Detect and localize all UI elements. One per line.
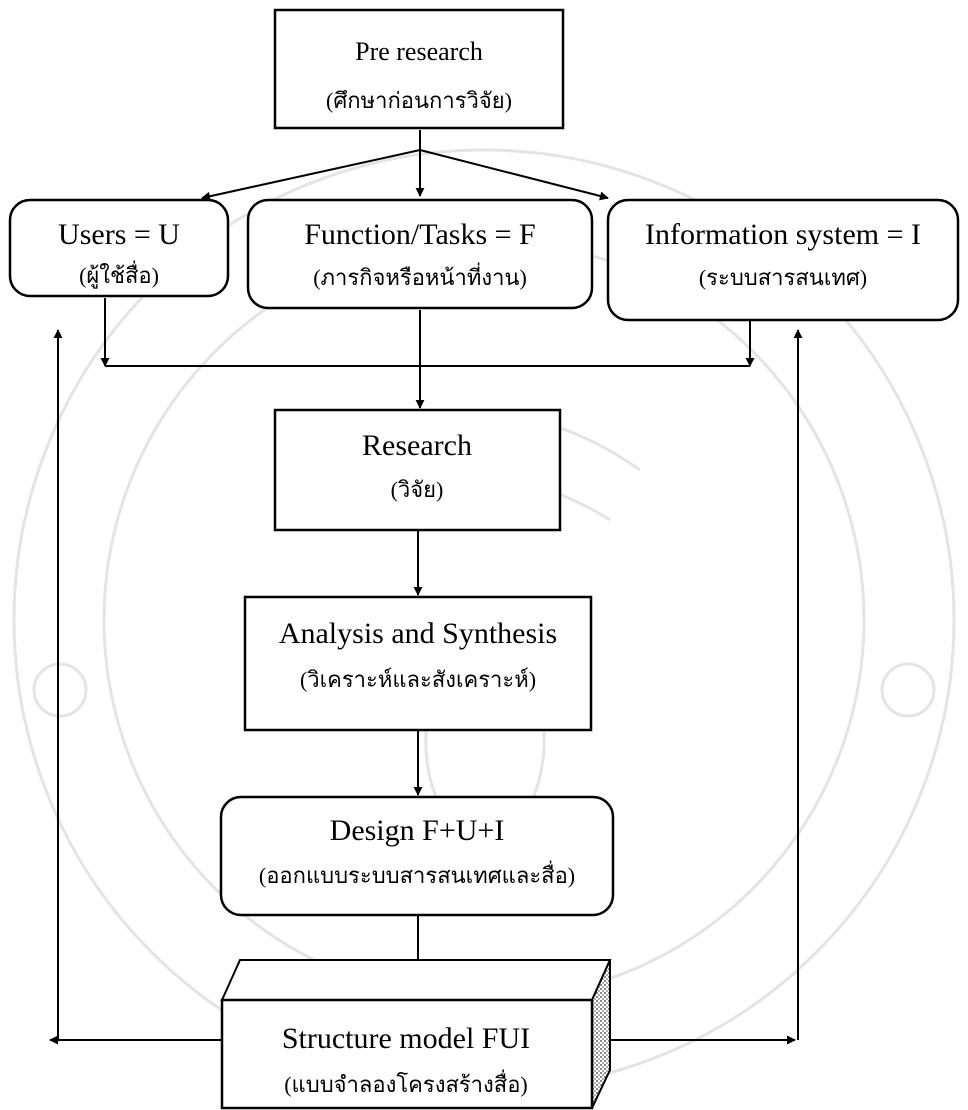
function-tasks-subtitle: (ภารกิจหรือหน้าที่งาน) xyxy=(313,262,527,290)
analysis-synthesis-node: Analysis and Synthesis (วิเคราะห์และสังเ… xyxy=(243,595,593,732)
research-box xyxy=(273,408,562,532)
analysis-synthesis-box xyxy=(243,595,593,732)
design-node: Design F+U+I (ออกแบบระบบสารสนเทศและสื่อ) xyxy=(219,795,615,917)
information-system-subtitle: (ระบบสารสนเทศ) xyxy=(699,265,867,290)
function-tasks-title: Function/Tasks = F xyxy=(304,218,536,251)
information-system-title: Information system = I xyxy=(645,218,921,251)
users-box xyxy=(8,198,230,298)
information-system-box xyxy=(606,198,960,322)
research-subtitle: (วิจัย) xyxy=(391,477,444,502)
users-subtitle: (ผู้ใช้สื่อ) xyxy=(79,260,159,289)
structure-box-top-face xyxy=(220,959,612,1001)
function-tasks-node: Function/Tasks = F (ภารกิจหรือหน้าที่งาน… xyxy=(246,198,594,310)
structure-box-front-face xyxy=(220,998,594,1110)
research-node: Research (วิจัย) xyxy=(273,408,562,532)
analysis-synthesis-title: Analysis and Synthesis xyxy=(279,617,557,650)
pre-to-users-arrow xyxy=(201,149,421,201)
research-title: Research xyxy=(362,429,472,462)
design-box xyxy=(219,795,615,917)
users-node: Users = U (ผู้ใช้สื่อ) xyxy=(8,198,230,298)
users-title: Users = U xyxy=(58,218,180,251)
structure-model-subtitle: (แบบจำลองโครงสร้างสื่อ) xyxy=(284,1069,528,1097)
design-subtitle: (ออกแบบระบบสารสนเทศและสื่อ) xyxy=(259,860,575,888)
pre-research-title: Pre research xyxy=(355,37,483,66)
structure-model-title: Structure model FUI xyxy=(282,1022,530,1055)
pre-research-node: Pre research (ศึกษาก่อนการวิจัย) xyxy=(273,8,565,130)
pre-to-info-arrow xyxy=(419,149,609,201)
pre-research-subtitle: (ศึกษาก่อนการวิจัย) xyxy=(326,88,512,113)
pre-research-box xyxy=(273,8,565,130)
analysis-synthesis-subtitle: (วิเคราะห์และสังเคราะห์) xyxy=(300,667,536,692)
design-title: Design F+U+I xyxy=(330,814,505,847)
function-tasks-box xyxy=(246,198,594,310)
information-system-node: Information system = I (ระบบสารสนเทศ) xyxy=(606,198,960,322)
structure-model-node: Structure model FUI (แบบจำลองโครงสร้างสื… xyxy=(220,959,612,1110)
